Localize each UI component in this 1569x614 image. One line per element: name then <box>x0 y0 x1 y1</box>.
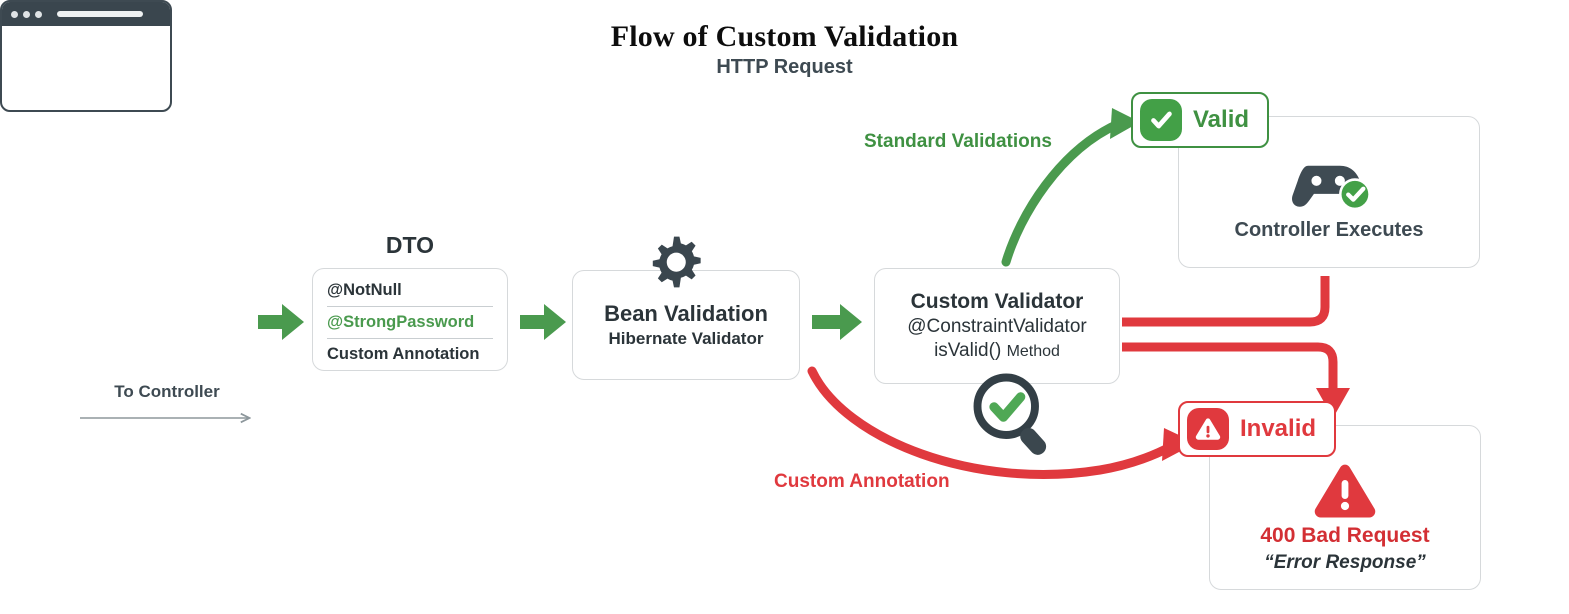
bad-request-status: 400 Bad Request <box>1260 523 1430 547</box>
standard-validations-label: Standard Validations <box>864 131 1052 152</box>
http-request-window: HTTP Request <box>0 0 853 112</box>
method-word: Method <box>1006 342 1060 360</box>
custom-validator-title: Custom Validator <box>910 289 1084 313</box>
green-connector-1 <box>258 304 304 340</box>
warning-badge-icon <box>1187 408 1229 450</box>
dto-row: @NotNull <box>327 275 493 307</box>
green-connector-3 <box>812 304 862 340</box>
validator-to-invalid-line <box>1122 342 1338 390</box>
bean-validation-subtitle: Hibernate Validator <box>608 329 764 348</box>
green-connector-2 <box>520 304 566 340</box>
bean-validation-title: Bean Validation <box>604 301 768 326</box>
dto-title: DTO <box>385 232 435 258</box>
gamepad-check-icon <box>1292 165 1371 210</box>
invalid-status-badge: Invalid <box>1178 401 1337 457</box>
window-dot-icon <box>11 10 18 18</box>
valid-label: Valid <box>1193 106 1250 133</box>
validator-to-controller-line <box>1122 276 1330 327</box>
invalid-label: Invalid <box>1240 415 1317 442</box>
is-valid-code: isValid() <box>934 339 1002 361</box>
window-dot-icon <box>23 10 30 18</box>
gear-icon <box>652 236 701 288</box>
address-bar <box>57 11 143 17</box>
valid-status-badge: Valid <box>1131 92 1270 148</box>
warning-triangle-icon <box>1314 464 1376 517</box>
to-controller-caption: To Controller <box>114 382 220 401</box>
custom-annotation-label: Custom Annotation <box>774 471 950 492</box>
browser-titlebar <box>2 2 170 26</box>
controller-executes-label: Controller Executes <box>1234 218 1424 241</box>
dto-box: @NotNull @StrongPassword Custom Annotati… <box>312 268 508 371</box>
dto-row: Custom Annotation <box>327 345 480 363</box>
magnifier-check-icon <box>973 373 1047 455</box>
error-response-note: “Error Response” <box>1264 551 1426 573</box>
page-title: Flow of Custom Validation <box>610 20 959 53</box>
is-valid-method-line: isValid() Method <box>934 339 1060 364</box>
check-badge-icon <box>1140 99 1182 141</box>
constraint-validator-annotation: @ConstraintValidator <box>907 315 1087 337</box>
dto-row: @StrongPassword <box>327 307 493 339</box>
custom-validator-box: Custom Validator @ConstraintValidator is… <box>874 268 1120 384</box>
window-dot-icon <box>35 10 42 18</box>
http-request-label: HTTP Request <box>716 55 853 78</box>
bean-validation-box: Bean Validation Hibernate Validator <box>572 270 800 380</box>
